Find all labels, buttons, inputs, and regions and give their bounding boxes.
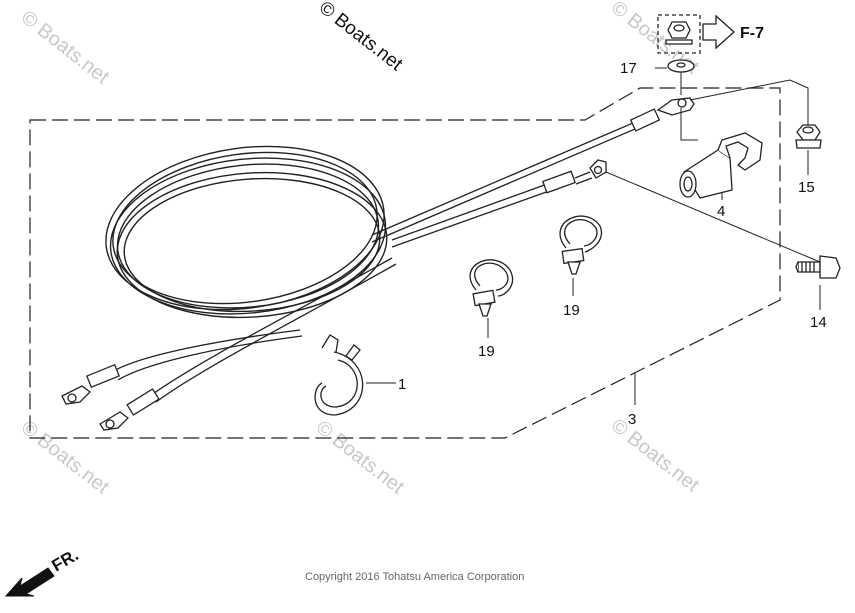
- callout-15: 15: [798, 179, 815, 196]
- watermark-bottom-left: © Boats.net: [17, 417, 113, 499]
- front-direction-indicator: FR.: [4, 545, 82, 597]
- ring-terminal-top: [656, 97, 695, 116]
- coiled-cable: [105, 145, 388, 319]
- reference-label: F-7: [740, 25, 764, 42]
- callout-19-right: 19: [563, 302, 580, 319]
- callout-19-left: 19: [478, 343, 495, 360]
- flange-nut-top: [657, 14, 701, 54]
- callout-1: 1: [398, 376, 406, 393]
- front-arrow-icon: [4, 567, 55, 597]
- watermark-top-left: © Boats.net: [17, 7, 113, 89]
- copyright-notice: Copyright 2016 Tohatsu America Corporati…: [305, 571, 524, 583]
- reference-arrow: F-7: [702, 14, 764, 50]
- cable-leads-left: [85, 257, 397, 416]
- cable-clip-19-left: [469, 259, 514, 317]
- front-label: FR.: [49, 545, 82, 575]
- flange-nut-15: [795, 124, 822, 149]
- cable-clip-19-right: [559, 215, 603, 275]
- callout-4: 4: [717, 203, 725, 220]
- leader-lines: [366, 67, 821, 405]
- band-clamp-1: [314, 334, 364, 416]
- washer-17: [667, 59, 695, 73]
- bolt-14: [795, 255, 841, 279]
- watermark-bottom-mid: © Boats.net: [312, 417, 408, 499]
- callout-17: 17: [620, 60, 637, 77]
- ring-terminal-left-2: [99, 411, 129, 431]
- callout-14: 14: [810, 314, 827, 331]
- assembly-boundary: [29, 87, 781, 439]
- ring-terminal-left-1: [61, 385, 91, 405]
- watermark-main: © Boats.net: [315, 0, 407, 76]
- watermark-bottom-right: © Boats.net: [607, 415, 703, 497]
- terminal-cover-4: [679, 132, 763, 199]
- ring-terminal-lower: [589, 159, 607, 179]
- callout-3: 3: [628, 411, 636, 428]
- cable-leads-right: [371, 108, 661, 248]
